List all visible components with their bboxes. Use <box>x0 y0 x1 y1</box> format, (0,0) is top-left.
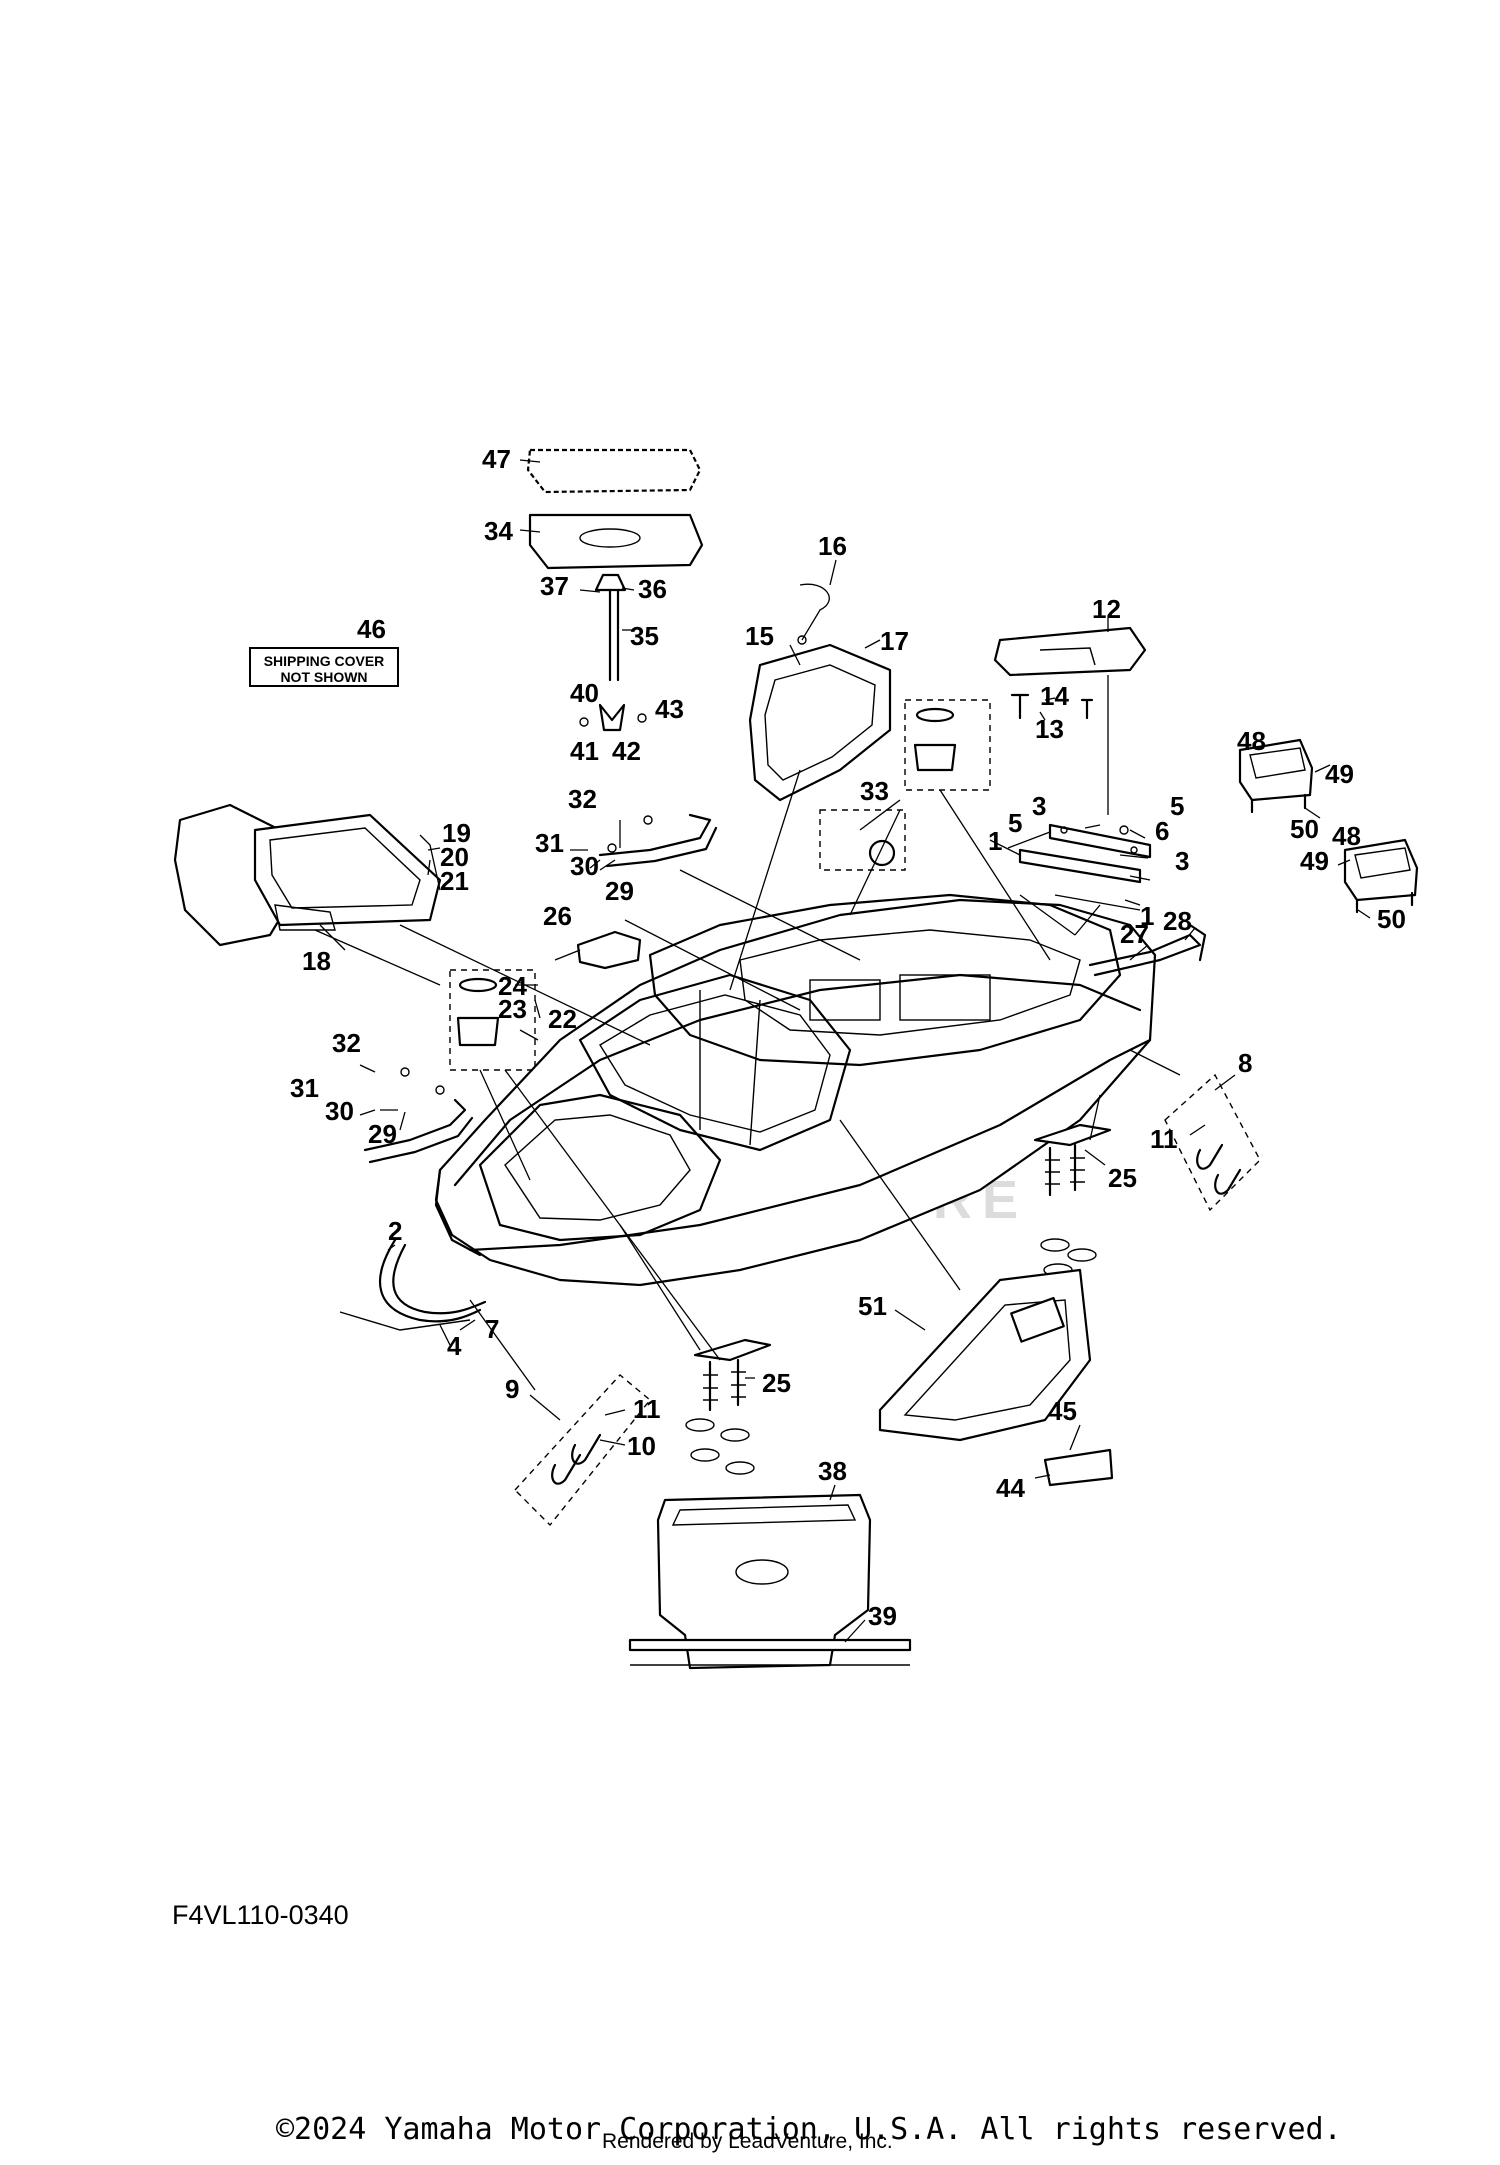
trim-strips <box>339 1238 487 1331</box>
callout-31-lower: 31 <box>290 1073 319 1103</box>
rear-deck <box>173 803 442 947</box>
leader-lines <box>314 459 1371 1643</box>
diagram-code: F4VL110-0340 <box>172 1900 349 1930</box>
table-assembly <box>526 448 704 732</box>
callout-50-lower: 50 <box>1377 904 1406 934</box>
callout-4: 4 <box>447 1331 462 1361</box>
callout-26: 26 <box>543 901 572 931</box>
callout-1-upper: 1 <box>988 826 1002 856</box>
callout-48-lower: 48 <box>1332 821 1361 851</box>
boat-hull <box>434 893 1157 1287</box>
callout-28: 28 <box>1163 906 1192 936</box>
callout-31-upper: 31 <box>535 828 564 858</box>
callout-10: 10 <box>627 1431 656 1461</box>
callout-32-lower: 32 <box>332 1028 361 1058</box>
callout-40: 40 <box>570 678 599 708</box>
callout-34: 34 <box>484 516 513 546</box>
callout-39: 39 <box>868 1601 897 1631</box>
callout-9: 9 <box>505 1374 519 1404</box>
callout-29-upper: 29 <box>605 876 634 906</box>
callout-37: 37 <box>540 571 569 601</box>
callout-23: 23 <box>498 994 527 1024</box>
callout-11-right: 11 <box>1150 1124 1178 1154</box>
callout-5-right: 5 <box>1170 791 1184 821</box>
callout-11-left: 11 <box>633 1394 661 1424</box>
callout-42: 42 <box>612 736 641 766</box>
callout-47: 47 <box>482 444 511 474</box>
mirror-and-tow <box>576 923 1207 977</box>
callout-25-left: 25 <box>762 1368 791 1398</box>
callout-44: 44 <box>996 1473 1025 1503</box>
shipping-cover-note: SHIPPING COVER NOT SHOWN <box>249 647 399 687</box>
note-box <box>249 647 399 687</box>
callout-6: 6 <box>1155 816 1169 846</box>
callout-30-lower: 30 <box>325 1096 354 1126</box>
note-line-1: SHIPPING COVER <box>264 653 385 669</box>
callout-labels: 1 1 2 3 3 4 5 5 6 7 8 9 10 11 11 12 13 1… <box>290 444 1406 1631</box>
backrest <box>748 583 892 802</box>
callout-45: 45 <box>1048 1396 1077 1426</box>
callout-48-upper: 48 <box>1237 726 1266 756</box>
callout-33: 33 <box>860 776 889 806</box>
seat <box>993 626 1147 815</box>
callout-20: 20 <box>440 842 469 872</box>
copyright-notice: ©2024 Yamaha Motor Corporation, U.S.A. A… <box>276 2112 1342 2147</box>
callout-16: 16 <box>818 531 847 561</box>
callout-30-upper: 30 <box>570 851 599 881</box>
callout-7: 7 <box>485 1314 499 1344</box>
callout-17: 17 <box>880 626 909 656</box>
callout-35: 35 <box>630 621 659 651</box>
callout-22: 22 <box>548 1004 577 1034</box>
callout-15: 15 <box>745 621 774 651</box>
callout-24: 24 <box>498 971 527 1001</box>
callout-18: 18 <box>302 946 331 976</box>
callout-36: 36 <box>638 574 667 604</box>
callout-2: 2 <box>388 1216 402 1246</box>
storage-compartment <box>878 1268 1114 1487</box>
callout-43: 43 <box>655 694 684 724</box>
callout-51: 51 <box>858 1291 887 1321</box>
callout-25-right: 25 <box>1108 1163 1137 1193</box>
rendered-by-credit: Rendered by LeadVenture, Inc. <box>602 2130 893 2153</box>
callout-29-lower: 29 <box>368 1119 397 1149</box>
callout-27: 27 <box>1120 919 1149 949</box>
callout-46: 46 <box>357 614 386 644</box>
grab-rails <box>363 813 718 1164</box>
callout-1-lower: 1 <box>1140 901 1154 931</box>
cupholder-details <box>449 699 991 1071</box>
rail-assembly <box>1018 823 1152 936</box>
callout-3-upper: 3 <box>1032 791 1046 821</box>
callout-49-lower: 49 <box>1300 846 1329 876</box>
callout-12: 12 <box>1092 594 1121 624</box>
callout-21: 21 <box>440 866 469 896</box>
boarding-steps <box>1238 738 1419 914</box>
callout-14: 14 <box>1040 681 1069 711</box>
callout-32-upper: 32 <box>568 784 597 814</box>
callout-8: 8 <box>1238 1048 1252 1078</box>
callout-41: 41 <box>570 736 599 766</box>
callout-3-lower: 3 <box>1175 846 1189 876</box>
note-line-2: NOT SHOWN <box>280 669 367 685</box>
callout-50-upper: 50 <box>1290 814 1319 844</box>
callout-49-upper: 49 <box>1325 759 1354 789</box>
cooler <box>628 1493 912 1670</box>
callout-13: 13 <box>1035 714 1064 744</box>
fender-clips <box>514 1073 1261 1527</box>
callout-5-left: 5 <box>1008 808 1022 838</box>
callout-19: 19 <box>442 818 471 848</box>
callout-38: 38 <box>818 1456 847 1486</box>
